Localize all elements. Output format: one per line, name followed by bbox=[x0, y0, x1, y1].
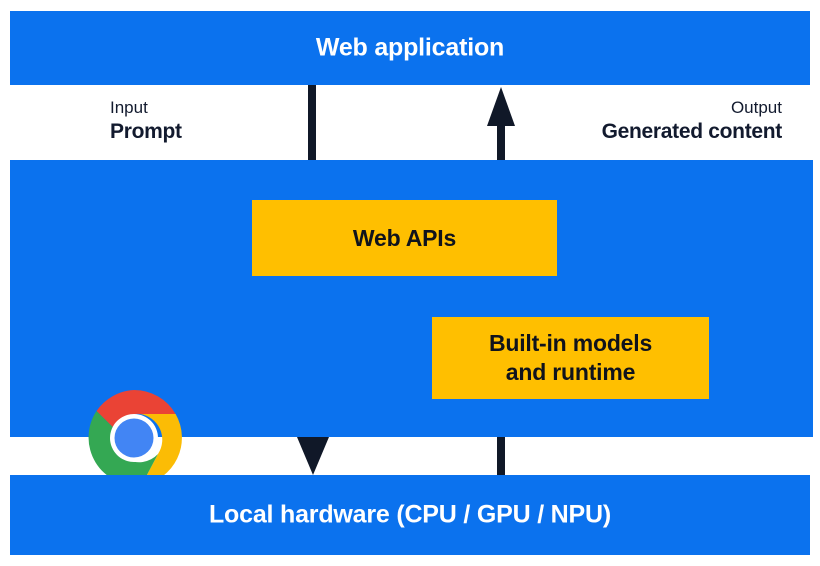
layer-web-application-label: Web application bbox=[315, 33, 505, 62]
box-built-in-models-label-line2: and runtime bbox=[505, 359, 636, 385]
box-built-in-models: Built-in models and runtime bbox=[432, 317, 709, 399]
flow-label-input-lead: Input bbox=[110, 98, 148, 117]
flow-label-output-value: Generated content bbox=[601, 119, 783, 143]
flow-label-input-value: Prompt bbox=[110, 119, 182, 143]
layer-local-hardware: Local hardware (CPU / GPU / NPU) bbox=[10, 475, 810, 555]
chrome-logo-icon bbox=[80, 388, 188, 488]
box-web-apis: Web APIs bbox=[252, 200, 557, 276]
box-web-apis-label: Web APIs bbox=[352, 224, 457, 251]
flow-label-input: Input Prompt bbox=[110, 98, 182, 144]
box-built-in-models-label-line1: Built-in models bbox=[488, 330, 653, 357]
layer-local-hardware-label: Local hardware (CPU / GPU / NPU) bbox=[208, 500, 611, 529]
arrow-up-icon-output bbox=[486, 86, 516, 166]
flow-label-output: Output Generated content bbox=[601, 98, 783, 144]
layer-web-application: Web application bbox=[10, 11, 810, 85]
flow-label-output-lead: Output bbox=[730, 98, 782, 117]
